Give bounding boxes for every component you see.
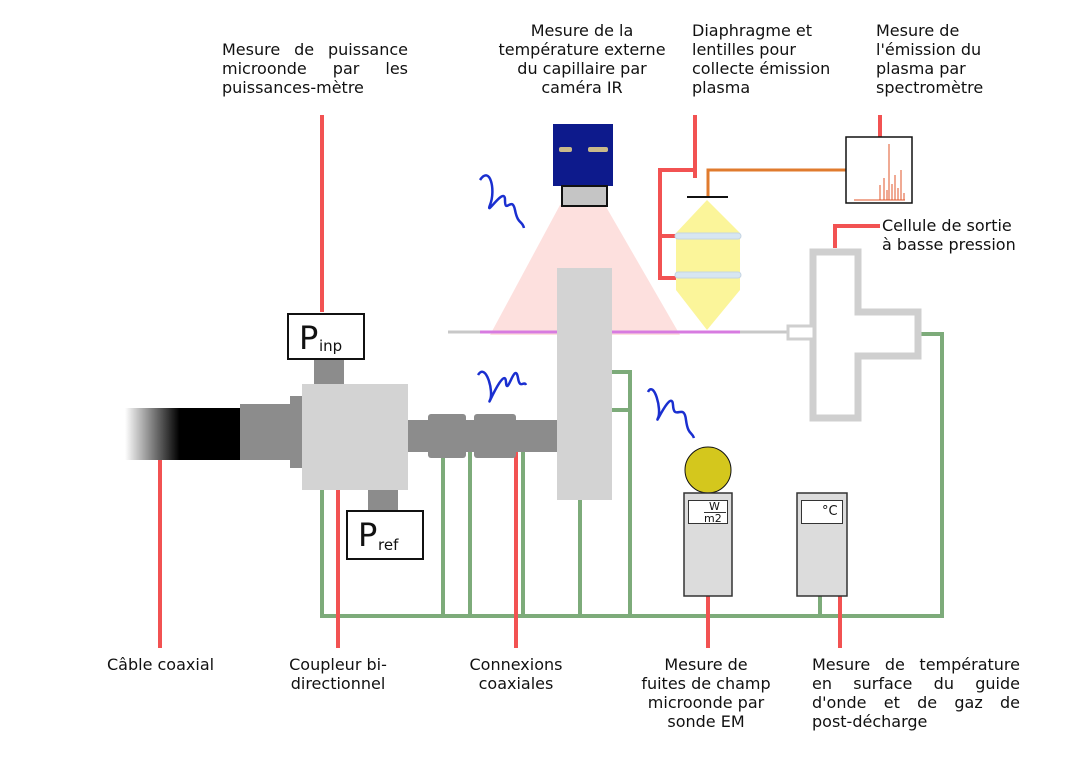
signal-lines: [158, 115, 882, 648]
ir-camera-lens: [561, 185, 608, 207]
label-ir-camera: Mesure de la température externe du capi…: [498, 21, 666, 97]
spectrometer: [845, 136, 913, 204]
em-probe-unit-top: W: [709, 500, 720, 513]
p-ref-sub: ref: [378, 536, 399, 554]
thermometer-unit: °C: [822, 504, 838, 519]
coupler-port-ref: [368, 487, 398, 511]
label-coupler: Coupleur bi- directionnel: [289, 655, 387, 693]
thermometer-display: °C: [801, 500, 843, 524]
label-field-leak: Mesure de fuites de champ microonde par …: [641, 655, 771, 731]
em-probe-fraction-bar: [704, 512, 726, 513]
cable-connector-flange: [290, 396, 304, 468]
cable-connector: [240, 404, 292, 460]
label-diaphragm: Diaphragme et lentilles pour collecte ém…: [692, 21, 831, 97]
coax-end: [528, 426, 560, 444]
spectrum-peaks: [854, 144, 905, 201]
optical-fiber: [706, 168, 848, 196]
microwave-emission-waves: [476, 174, 696, 439]
p-ref-box: P ref: [346, 510, 424, 560]
p-inp-main: P: [299, 319, 319, 357]
em-probe-unit-bottom: m2: [704, 512, 722, 525]
lens-light-beam: [676, 200, 740, 330]
coax-connector-1: [428, 414, 466, 458]
exit-cell-inlet: [786, 324, 816, 341]
directional-coupler: [302, 384, 408, 490]
coupler-port-inp: [314, 359, 344, 385]
coax-connector-2: [474, 414, 516, 458]
label-temperature: Mesure de température en surface du guid…: [812, 655, 1020, 731]
label-emission: Mesure de l'émission du plasma par spect…: [876, 21, 984, 97]
lens-top: [674, 232, 742, 240]
label-exit-cell: Cellule de sortie à basse pression: [882, 216, 1016, 254]
ir-camera-body: [553, 124, 613, 186]
p-inp-sub: inp: [319, 337, 343, 355]
label-coax-cable: Câble coaxial: [107, 655, 215, 674]
ir-camera-led-left: [559, 147, 572, 152]
p-inp-box: P inp: [287, 313, 365, 360]
waveguide-applicator: [557, 268, 612, 500]
label-power-measure: Mesure de puissance microonde par les pu…: [222, 40, 408, 97]
em-probe-head: [684, 446, 732, 494]
em-probe-display: W m2: [688, 500, 728, 525]
label-coax-connections: Connexions coaxiales: [469, 655, 563, 693]
exit-cell: [809, 248, 922, 422]
ir-camera-led-right: [588, 147, 608, 152]
p-ref-main: P: [358, 516, 378, 554]
lens-bottom: [674, 271, 742, 279]
